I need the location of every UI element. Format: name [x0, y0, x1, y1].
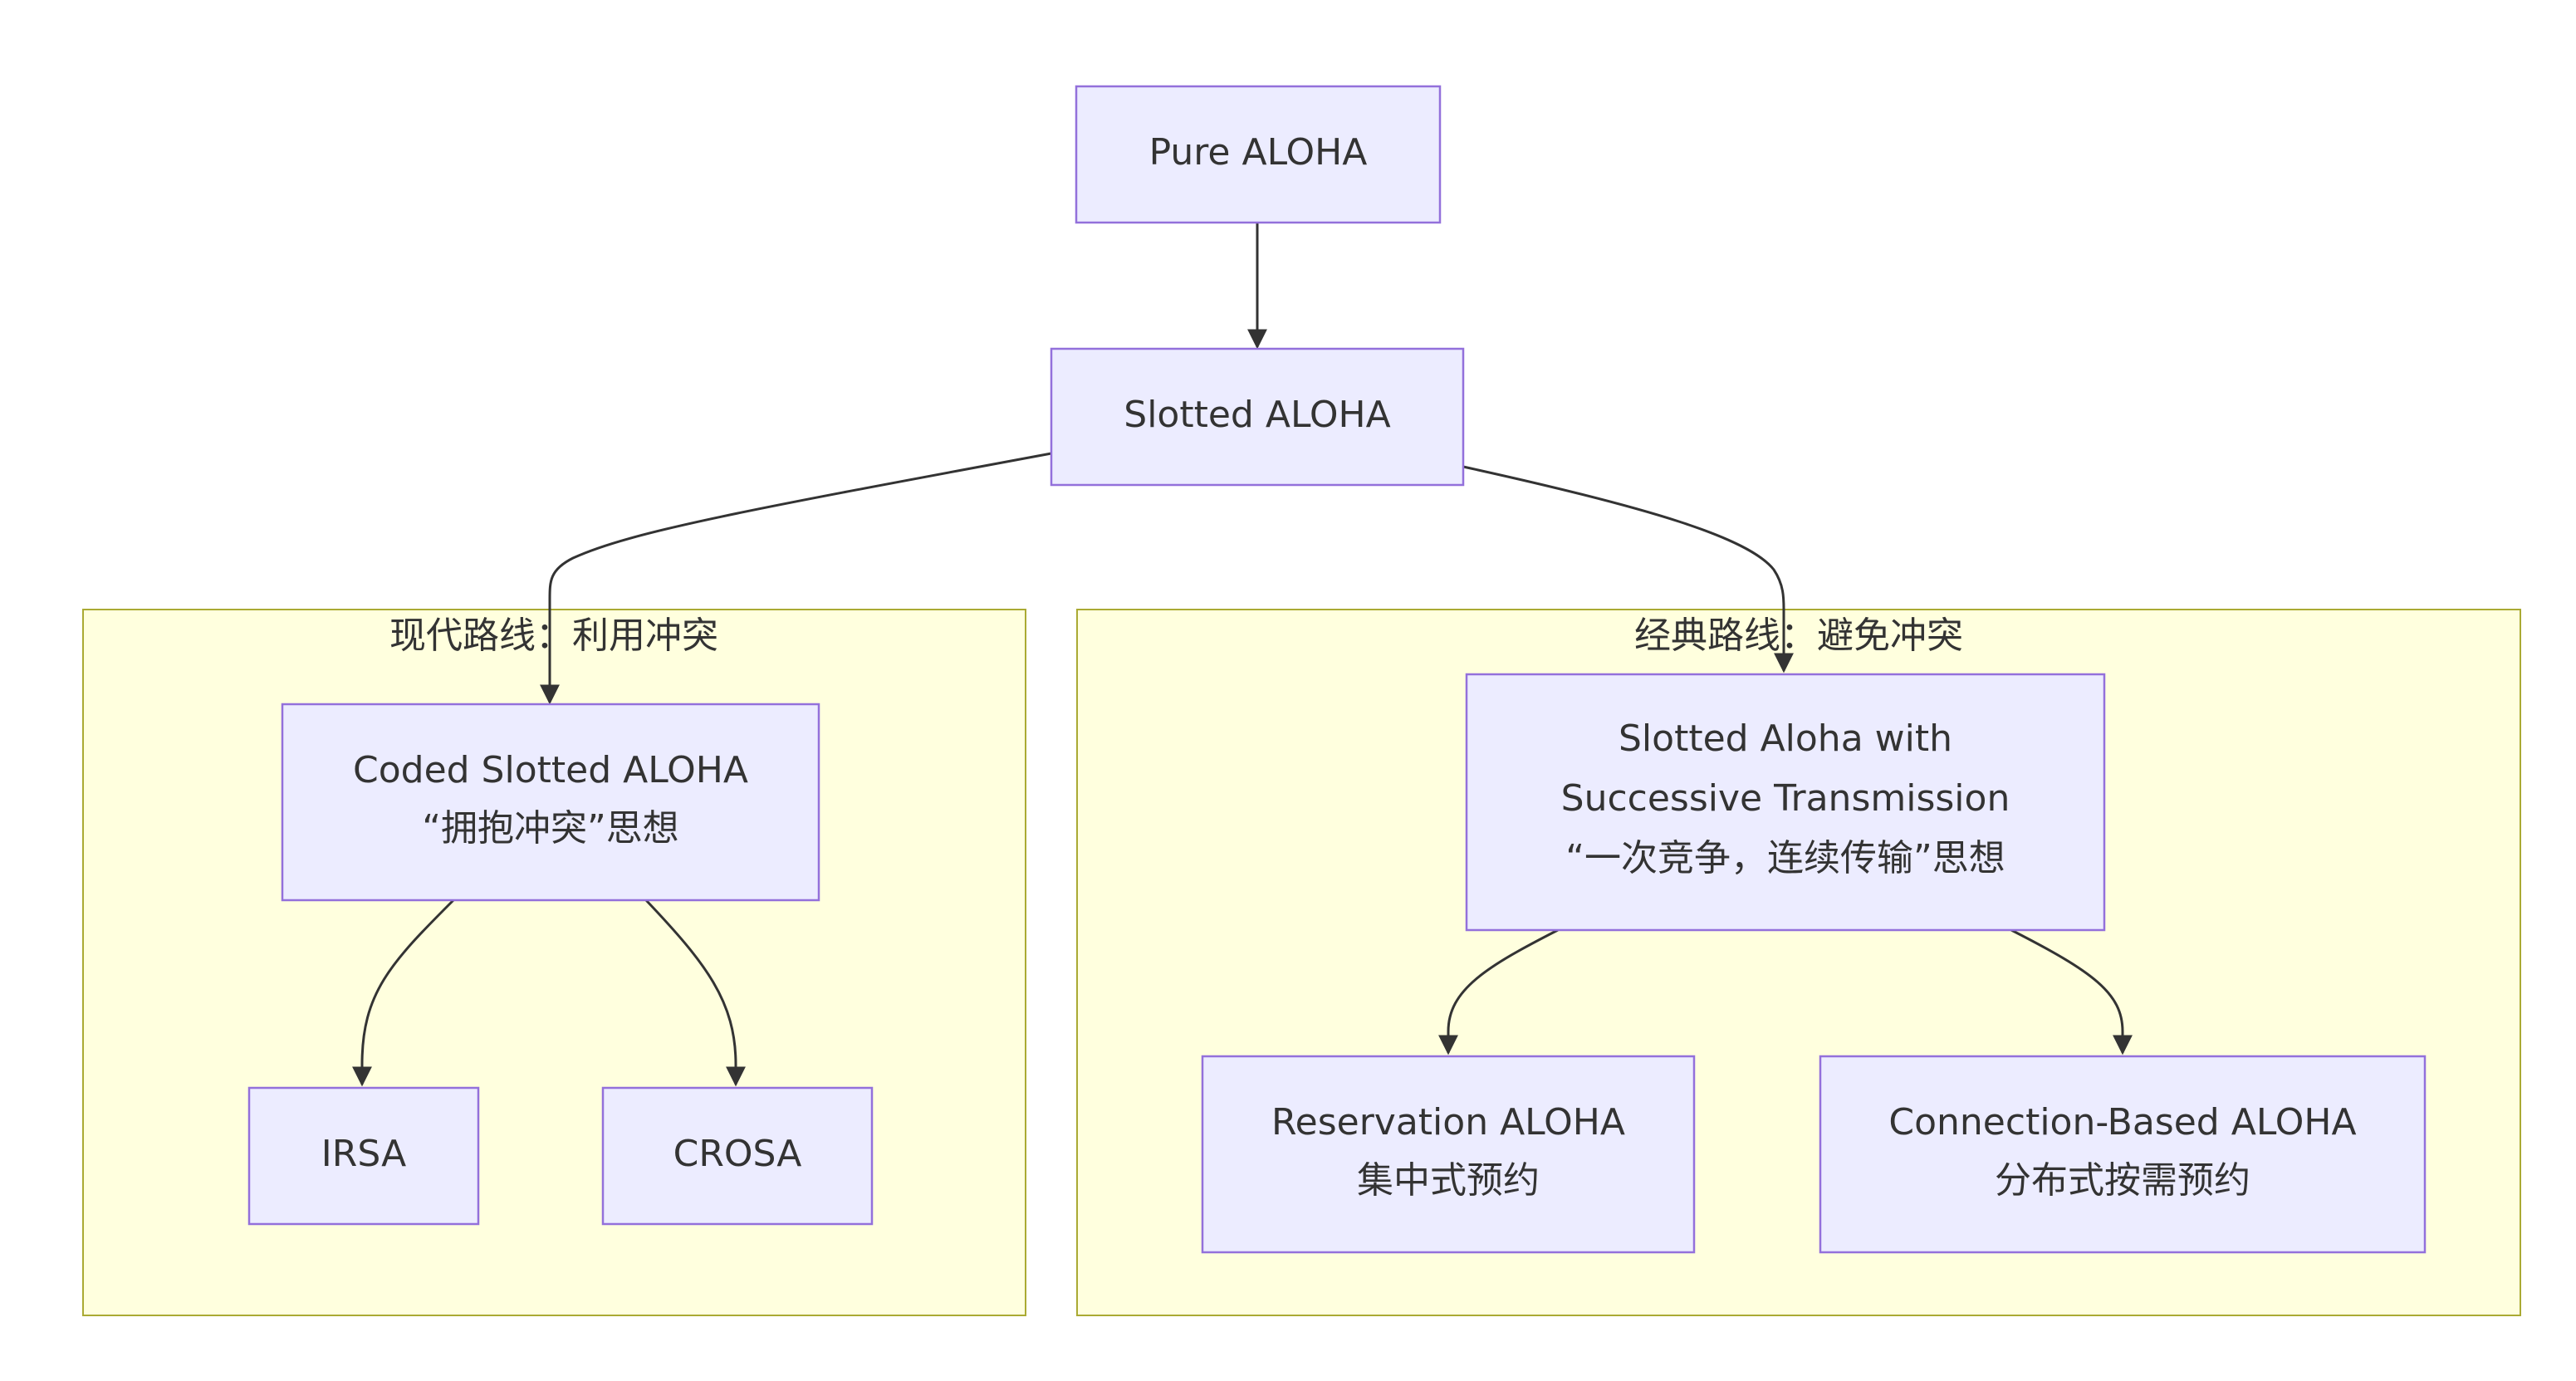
edge-slotted-to-st	[1462, 465, 1794, 673]
edge-st-to-reservation	[1438, 928, 1559, 1055]
cluster-classic-route-title: 经典路线：避免冲突	[1634, 615, 1963, 657]
edge-slotted-to-coded	[540, 452, 1052, 705]
node-slotted-aloha-st-label-line1: Slotted Aloha with	[1619, 717, 1952, 760]
node-pure-aloha-label: Pure ALOHA	[1149, 131, 1368, 174]
node-slotted-aloha-label: Slotted ALOHA	[1124, 394, 1390, 436]
edge-coded-to-crosa	[644, 899, 746, 1087]
node-reservation-aloha: Reservation ALOHA 集中式预约	[1201, 1055, 1696, 1254]
cluster-modern-route-title: 现代路线：利用冲突	[389, 615, 718, 657]
node-coded-slotted-aloha-label-line1: Coded Slotted ALOHA	[353, 749, 748, 791]
node-reservation-aloha-label-line1: Reservation ALOHA	[1271, 1101, 1625, 1143]
edges	[352, 223, 2133, 1087]
node-connection-based-aloha-label-line1: Connection-Based ALOHA	[1888, 1101, 2356, 1143]
node-pure-aloha: Pure ALOHA	[1075, 85, 1442, 224]
edge-st-to-connection	[2010, 928, 2133, 1055]
node-coded-slotted-aloha-label-line2: “拥抱冲突”思想	[422, 807, 679, 850]
node-irsa-label: IRSA	[321, 1133, 406, 1175]
node-irsa: IRSA	[247, 1086, 480, 1226]
node-slotted-aloha-st-label-line3: “一次竞争，连续传输”思想	[1565, 837, 2005, 879]
node-crosa-label: CROSA	[673, 1133, 802, 1175]
edge-coded-to-irsa	[352, 899, 455, 1087]
node-slotted-aloha-st-label-line2: Successive Transmission	[1561, 777, 2010, 820]
node-reservation-aloha-label-line2: 集中式预约	[1357, 1159, 1540, 1202]
node-connection-based-aloha: Connection-Based ALOHA 分布式按需预约	[1819, 1055, 2427, 1254]
node-connection-based-aloha-label-line2: 分布式按需预约	[1995, 1159, 2250, 1202]
node-crosa: CROSA	[601, 1086, 874, 1226]
node-slotted-aloha-successive-transmission: Slotted Aloha with Successive Transmissi…	[1465, 673, 2106, 932]
node-slotted-aloha: Slotted ALOHA	[1050, 347, 1465, 487]
node-coded-slotted-aloha: Coded Slotted ALOHA “拥抱冲突”思想	[281, 703, 820, 902]
